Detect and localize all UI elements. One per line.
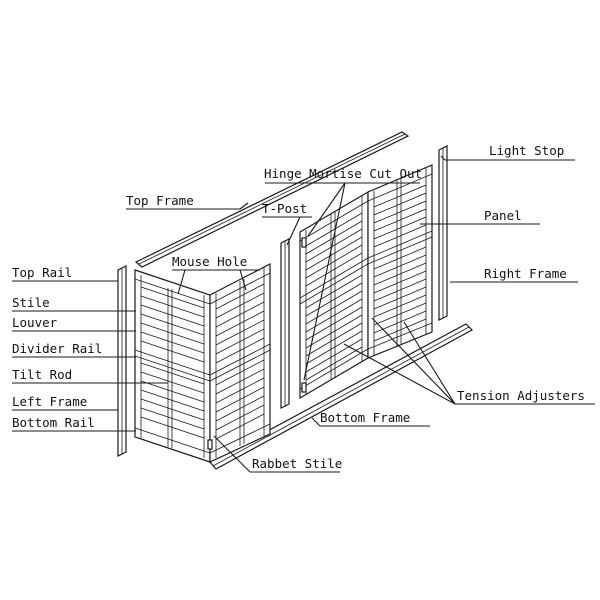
louver-slat	[305, 236, 363, 271]
louver-slat	[305, 290, 363, 325]
louver-slat	[140, 331, 205, 354]
louver-slat	[215, 395, 265, 422]
louver-slat	[215, 386, 265, 413]
louver-slat	[305, 228, 363, 263]
louver-slat	[373, 184, 427, 208]
top-frame-part	[134, 131, 410, 268]
louver-slat	[215, 368, 265, 395]
louver-slat	[305, 212, 363, 247]
louver-slat	[305, 338, 363, 373]
label-tilt-rod: Tilt Rod	[12, 367, 72, 382]
louver-slat	[373, 246, 427, 270]
louver-slat	[215, 283, 265, 310]
label-top-frame: Top Frame	[126, 193, 194, 208]
louver-slat	[140, 362, 205, 385]
louver-slat	[140, 371, 205, 394]
louver-slat	[305, 306, 363, 341]
louver-slat	[140, 304, 205, 327]
louver-slat	[140, 416, 205, 439]
louver-slat	[373, 200, 427, 224]
label-panel: Panel	[484, 208, 522, 223]
louver-slat	[140, 407, 205, 430]
louver-slat	[373, 318, 427, 342]
louver-slat	[373, 216, 427, 240]
louver-slat	[373, 270, 427, 294]
louver-slat	[215, 337, 265, 364]
louver-slat	[305, 252, 363, 287]
louver-slat	[215, 319, 265, 346]
louver-slat	[373, 224, 427, 248]
louver-slat	[215, 292, 265, 319]
label-stile: Stile	[12, 295, 50, 310]
louver-slat	[373, 302, 427, 326]
louver-slat	[215, 310, 265, 337]
louver-slat	[305, 244, 363, 279]
louver-slat	[305, 282, 363, 317]
louver-slat	[373, 286, 427, 310]
louver-slat	[215, 404, 265, 431]
t-post-part	[280, 238, 290, 409]
louver-slat	[140, 295, 205, 318]
label-rabbet-stile: Rabbet Stile	[252, 456, 342, 471]
louver-slat	[140, 286, 205, 309]
louver-slat	[215, 377, 265, 404]
louver-slat	[215, 328, 265, 355]
louver-slat	[373, 208, 427, 232]
leader-lines	[12, 155, 595, 473]
louver-slat	[373, 262, 427, 286]
louver-slat	[373, 294, 427, 318]
louver-slat	[305, 330, 363, 365]
left-frame-part	[117, 265, 127, 457]
label-right-frame: Right Frame	[484, 266, 567, 281]
louver-slat	[140, 313, 205, 336]
louver-slat	[373, 192, 427, 216]
louver-slat	[140, 340, 205, 363]
label-hinge-mortise-cut-out: Hinge Mortise Cut Out	[264, 166, 422, 181]
louver-slat	[305, 274, 363, 309]
louver-slat	[373, 254, 427, 278]
louver-slat	[215, 413, 265, 440]
louver-slat	[373, 278, 427, 302]
label-divider-rail: Divider Rail	[12, 341, 102, 356]
label-bottom-frame: Bottom Frame	[320, 410, 410, 425]
label-mouse-hole: Mouse Hole	[172, 254, 247, 269]
label-tension-adjusters: Tension Adjusters	[457, 388, 585, 403]
label-top-rail: Top Rail	[12, 265, 72, 280]
louver-slat	[305, 346, 363, 381]
bottom-frame-part	[209, 323, 473, 470]
label-t-post: T-Post	[262, 201, 307, 216]
louver-slat	[305, 314, 363, 349]
louver-slat	[140, 322, 205, 345]
louver-slat	[140, 380, 205, 403]
louver-slat	[140, 389, 205, 412]
louver-slat	[140, 398, 205, 421]
label-bottom-rail: Bottom Rail	[12, 415, 95, 430]
louver-slat	[215, 301, 265, 328]
label-light-stop: Light Stop	[489, 143, 564, 158]
label-louver: Louver	[12, 315, 58, 330]
louver-slat	[215, 359, 265, 386]
left-panel-assembly	[134, 263, 271, 463]
louver-slat	[305, 322, 363, 357]
label-left-frame: Left Frame	[12, 394, 87, 409]
right-frame-part	[438, 145, 448, 321]
